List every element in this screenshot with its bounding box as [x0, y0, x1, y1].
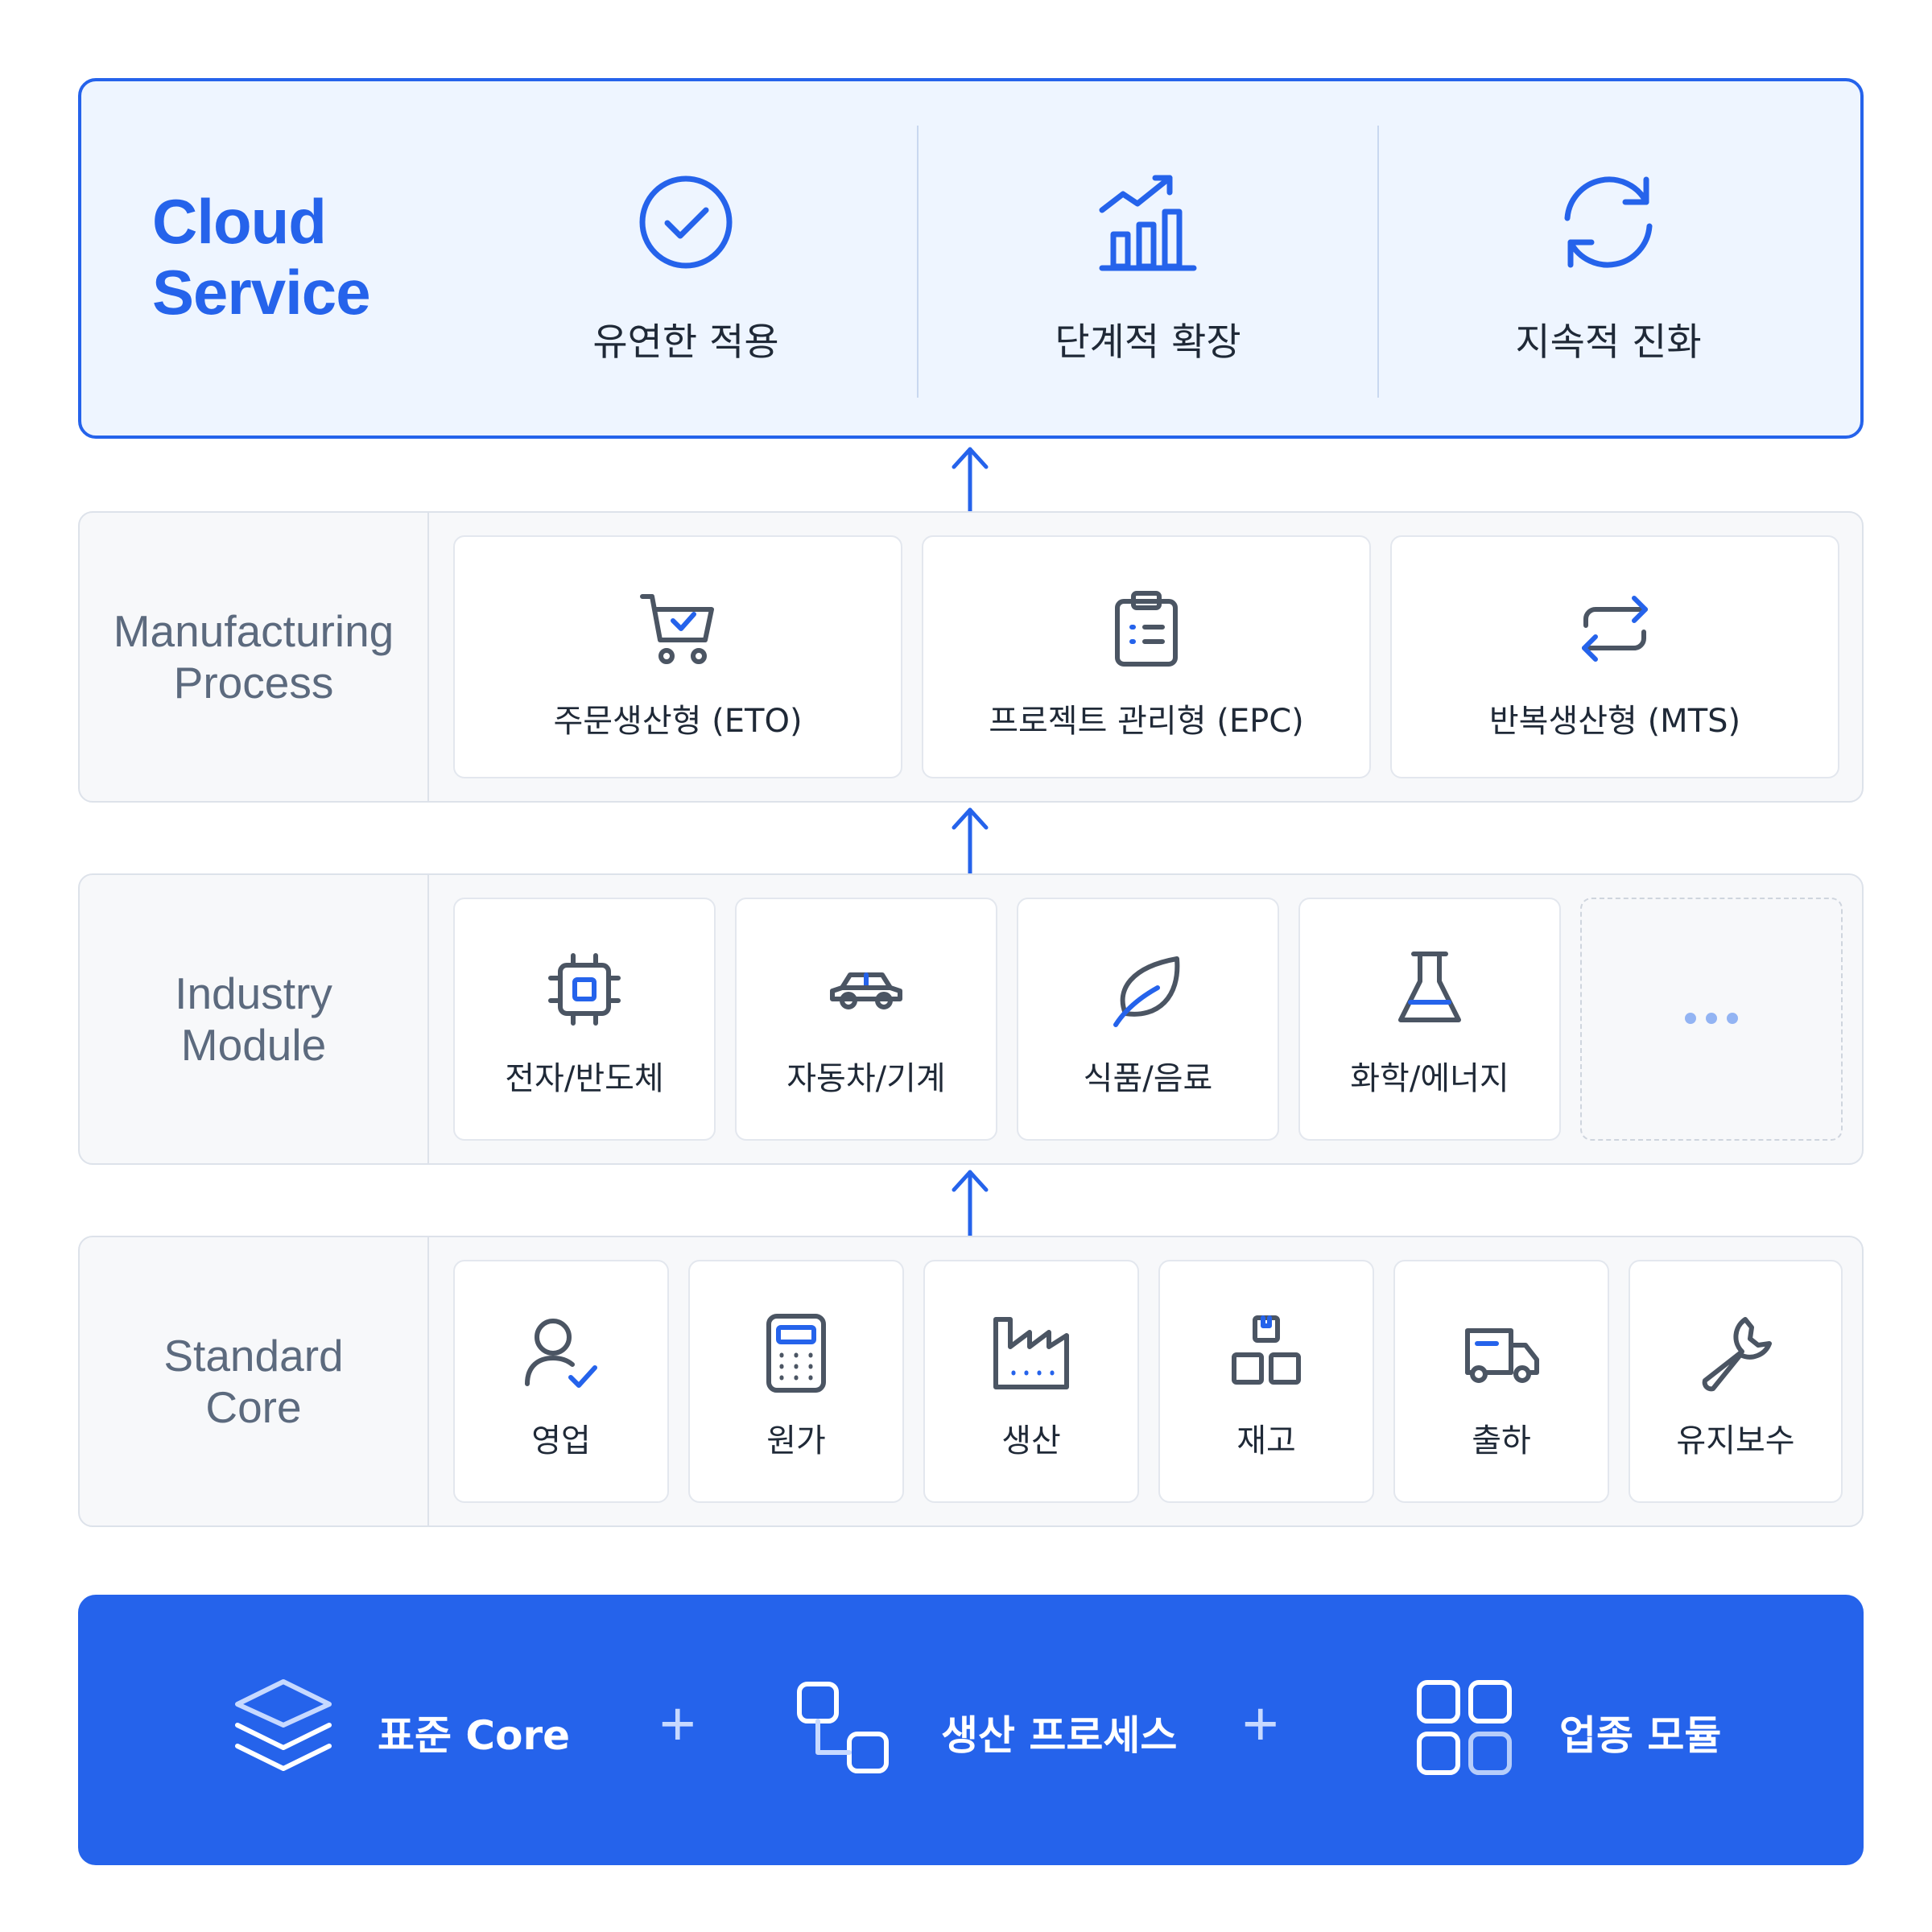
- industry-label: 자동차/기계: [786, 1060, 946, 1097]
- divider: [1377, 126, 1379, 398]
- core-card-inventory[interactable]: 재고: [1158, 1260, 1374, 1503]
- industry-label: 전자/반도체: [505, 1060, 664, 1097]
- cloud-item-label: 단계적 확장: [1055, 320, 1241, 365]
- check-circle-icon: [639, 175, 733, 269]
- flask-icon: [1398, 952, 1461, 1022]
- cloud-service-panel: Cloud Service 유연한 적용 단계적 확장 지속적 진화: [78, 78, 1864, 439]
- process-label: 주문생산형 (ETO): [553, 703, 803, 740]
- standard-core-layer: Standard Core 영업 원가 생산 재고: [78, 1236, 1864, 1527]
- layers-icon: [235, 1679, 332, 1771]
- core-label: 출하: [1472, 1422, 1531, 1459]
- plus-sign: +: [659, 1688, 696, 1759]
- standard-core-label: Standard Core: [163, 1331, 344, 1432]
- repeat-icon: [1582, 596, 1648, 662]
- industry-card-more[interactable]: [1580, 898, 1843, 1141]
- process-card-eto[interactable]: 주문생산형 (ETO): [453, 535, 902, 778]
- layer-label: Industry Module: [80, 875, 429, 1163]
- core-card-maintenance[interactable]: 유지보수: [1629, 1260, 1843, 1503]
- process-card-epc[interactable]: 프로젝트 관리형 (EPC): [922, 535, 1371, 778]
- manufacturing-process-label: Manufacturing Process: [113, 606, 394, 708]
- summary-banner: 표준 Core + 생산 프로세스 + 업종 모듈: [78, 1595, 1864, 1865]
- core-card-sales[interactable]: 영업: [453, 1260, 669, 1503]
- cloud-service-title: Cloud Service: [152, 186, 442, 328]
- industry-card-automotive[interactable]: 자동차/기계: [735, 898, 997, 1141]
- cloud-item-label: 지속적 진화: [1515, 320, 1702, 365]
- up-arrow-icon: [952, 807, 989, 877]
- industry-card-food[interactable]: 식품/음료: [1017, 898, 1279, 1141]
- banner-label-process: 생산 프로세스: [941, 1712, 1178, 1759]
- refresh-icon: [1564, 176, 1653, 268]
- cloud-item-flexible: 유연한 적용: [456, 81, 915, 436]
- industry-module-label: Industry Module: [175, 968, 332, 1070]
- cloud-title-line1: Cloud: [152, 186, 327, 257]
- industry-card-chemical[interactable]: 화학/에너지: [1298, 898, 1561, 1141]
- cloud-item-label: 유연한 적용: [592, 320, 779, 365]
- core-label: 영업: [531, 1422, 591, 1459]
- manufacturing-process-layer: Manufacturing Process 주문생산형 (ETO) 프로젝트 관…: [78, 511, 1864, 803]
- industry-module-layer: Industry Module 전자/반도체 자동차/기계 식품/음료: [78, 873, 1864, 1165]
- grid-icon: [1417, 1680, 1512, 1775]
- core-card-production[interactable]: 생산: [923, 1260, 1139, 1503]
- calculator-icon: [766, 1314, 826, 1393]
- process-card-mts[interactable]: 반복생산형 (MTS): [1390, 535, 1839, 778]
- growth-chart-icon: [1099, 175, 1197, 271]
- banner-label-industry: 업종 모듈: [1559, 1712, 1722, 1759]
- industry-card-electronics[interactable]: 전자/반도체: [453, 898, 716, 1141]
- divider: [917, 126, 919, 398]
- industry-label: 화학/에너지: [1350, 1060, 1509, 1097]
- cloud-item-evolution: 지속적 진화: [1379, 81, 1838, 436]
- process-label: 반복생산형 (MTS): [1488, 703, 1741, 740]
- leaf-icon: [1113, 956, 1180, 1027]
- layer-label: Standard Core: [80, 1237, 429, 1525]
- user-check-icon: [525, 1319, 597, 1388]
- factory-icon: [993, 1317, 1069, 1389]
- cloud-item-scalable: 단계적 확장: [919, 81, 1377, 436]
- process-icon: [797, 1682, 889, 1773]
- boxes-icon: [1232, 1315, 1301, 1385]
- core-card-shipping[interactable]: 출하: [1393, 1260, 1609, 1503]
- industry-label: 식품/음료: [1083, 1060, 1213, 1097]
- layer-label: Manufacturing Process: [80, 513, 429, 801]
- wrench-icon: [1702, 1317, 1772, 1392]
- process-label: 프로젝트 관리형 (EPC): [989, 703, 1304, 740]
- cart-icon: [640, 594, 714, 664]
- core-card-cost[interactable]: 원가: [688, 1260, 904, 1503]
- clipboard-icon: [1115, 591, 1178, 667]
- chip-icon: [548, 953, 621, 1026]
- up-arrow-icon: [952, 1170, 989, 1239]
- plus-sign: +: [1242, 1688, 1279, 1759]
- core-label: 재고: [1236, 1422, 1296, 1459]
- car-icon: [830, 972, 902, 1009]
- core-label: 유지보수: [1676, 1422, 1795, 1459]
- more-icon: [1685, 1013, 1738, 1024]
- core-label: 원가: [766, 1422, 826, 1459]
- core-label: 생산: [1001, 1422, 1061, 1459]
- banner-label-core: 표준 Core: [378, 1712, 571, 1759]
- truck-icon: [1465, 1328, 1539, 1383]
- cloud-title-line2: Service: [152, 257, 371, 328]
- up-arrow-icon: [952, 447, 989, 516]
